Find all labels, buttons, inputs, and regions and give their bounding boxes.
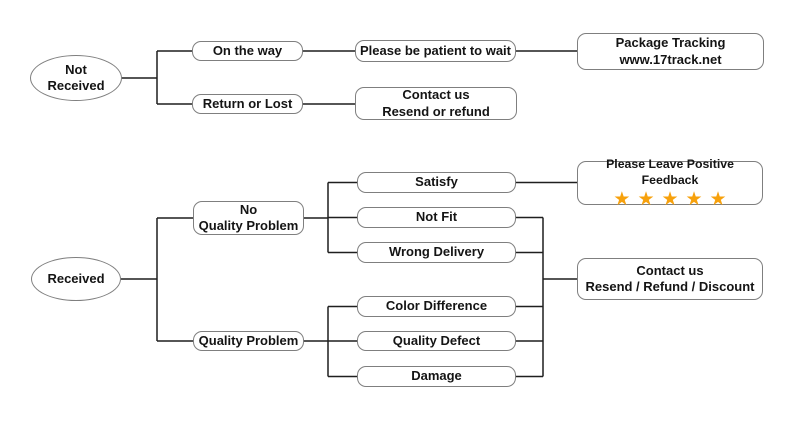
node-label: Quality Problem (198, 332, 299, 348)
node-label: No Quality Problem (198, 201, 299, 233)
node-be-patient: Please be patient to wait (355, 40, 516, 62)
wire-right-collector (516, 181, 577, 378)
node-label: Color Difference (385, 298, 488, 314)
node-package-tracking: Package Tracking www.17track.net (577, 33, 764, 70)
node-not-received: Not Received (30, 55, 122, 101)
node-satisfy: Satisfy (357, 172, 516, 193)
node-not-fit: Not Fit (357, 207, 516, 228)
node-label: Not Fit (415, 209, 458, 225)
node-return-or-lost: Return or Lost (192, 94, 303, 114)
node-label: Contact us Resend / Refund / Discount (585, 262, 755, 294)
node-label: Not Received (47, 61, 105, 93)
node-color-difference: Color Difference (357, 296, 516, 317)
node-no-quality-problem: No Quality Problem (193, 201, 304, 235)
node-label: Received (47, 270, 105, 286)
node-wrong-delivery: Wrong Delivery (357, 242, 516, 263)
wire-received-tree (121, 181, 357, 378)
node-quality-defect: Quality Defect (357, 331, 516, 351)
wire-not-received-tree (121, 50, 577, 105)
node-label: Wrong Delivery (388, 244, 485, 260)
five-star-rating-icon: ★★★★★ (613, 187, 734, 210)
node-label: Contact us Resend or refund (382, 87, 490, 119)
node-label: Satisfy (415, 174, 458, 190)
node-label: Package Tracking www.17track.net (615, 35, 726, 67)
node-quality-problem: Quality Problem (193, 331, 304, 351)
node-label: On the way (212, 42, 283, 58)
node-label: Damage (411, 368, 462, 384)
node-contact-discount: Contact us Resend / Refund / Discount (577, 258, 763, 300)
node-on-the-way: On the way (192, 41, 303, 61)
node-received: Received (31, 257, 121, 301)
node-contact-resend-refund: Contact us Resend or refund (355, 87, 517, 120)
node-label: Quality Defect (392, 332, 481, 348)
node-label: Return or Lost (202, 95, 293, 111)
node-label: Please Leave Positive Feedback (606, 157, 734, 187)
node-damage: Damage (357, 366, 516, 387)
node-positive-feedback: Please Leave Positive Feedback ★★★★★ (577, 157, 763, 208)
node-label: Please be patient to wait (360, 42, 511, 58)
